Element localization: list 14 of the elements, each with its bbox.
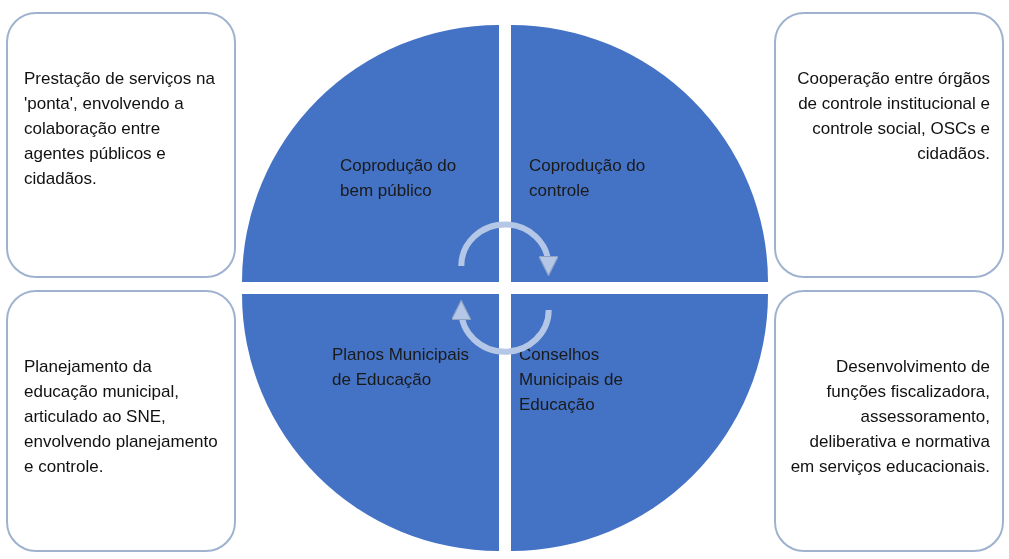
rounded-text-box — [6, 12, 236, 278]
quadrant-label: Planos Municipais de Educação — [332, 344, 470, 391]
quadrant-label: Coprodução do bem público — [340, 155, 458, 202]
rounded-text-box — [774, 290, 1004, 552]
rounded-text-box — [6, 290, 236, 552]
quadrant-label: Conselhos Municipais de Educação — [519, 344, 624, 416]
description-text: Planejamento da educação municipal, articulado ao SNE, envolvendo planejamento e controle. — [24, 356, 219, 478]
quadrant-label: Coprodução do controle — [529, 155, 647, 202]
curved-arrow — [451, 299, 552, 355]
description-text: Cooperação entre órgãos de controle institucional e controle social, OSCs e cidadãos. — [796, 68, 990, 165]
curved-arrow — [458, 221, 558, 277]
description-text: Prestação de serviços na 'ponta', envolvendo a colaboração entre agentes públicos e cidadãos. — [24, 68, 216, 190]
rounded-text-box — [774, 12, 1004, 278]
description-text: Desenvolvimento de funções fiscalizadora, assessoramento, deliberativa e normativa em serviços educacionais. — [789, 356, 990, 478]
